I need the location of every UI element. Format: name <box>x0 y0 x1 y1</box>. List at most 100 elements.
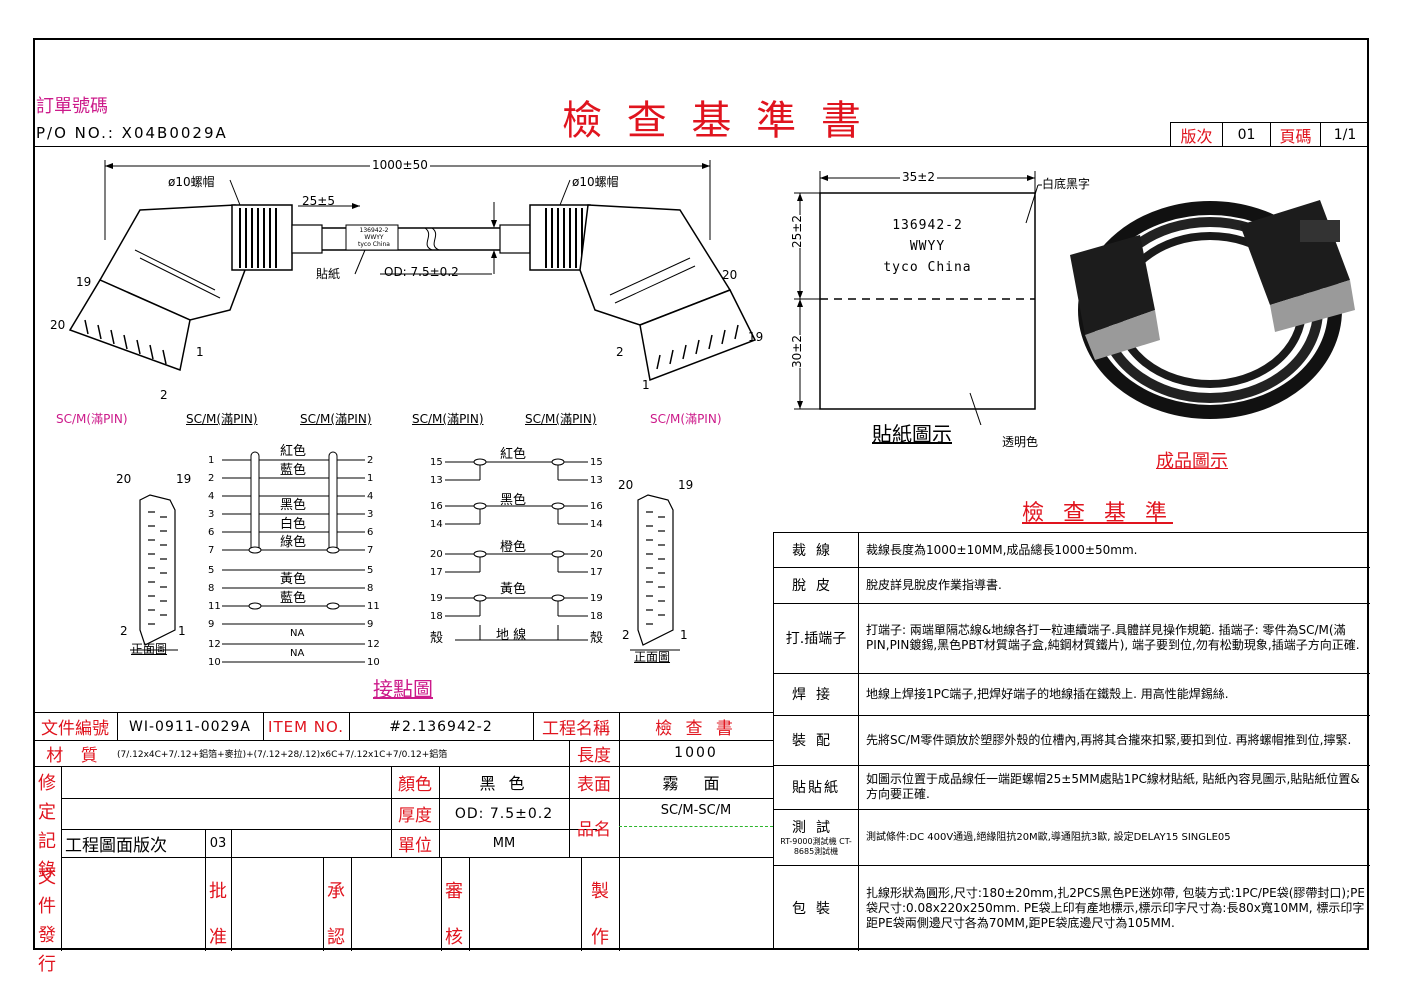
connector-label: SC/M(滿PIN) <box>412 412 484 426</box>
spec-label: 脫皮 <box>792 578 840 594</box>
pin-label: 14 <box>430 519 443 530</box>
wiring-title: 接點圖 <box>373 677 433 701</box>
face-pin: 2 <box>120 624 128 638</box>
face-pin: 2 <box>622 628 630 642</box>
version-value: 01 <box>1222 122 1270 146</box>
pin-label: 1 <box>196 345 204 359</box>
pin-label: 14 <box>590 519 603 530</box>
item-no: #2.136942-2 <box>389 718 493 735</box>
drawing-rev-label: 工程圖面版次 <box>65 835 167 856</box>
pin-label: 19 <box>748 330 764 344</box>
pin-label: 20 <box>430 549 443 560</box>
total-length-dim: 1000±50 <box>370 158 430 172</box>
page-value: 1/1 <box>1320 122 1369 146</box>
pin-label: 18 <box>590 611 603 622</box>
issue-label: 文件發行 <box>38 867 56 975</box>
wire-color: NA <box>290 648 305 659</box>
pin-label: 6 <box>208 527 215 538</box>
pin-label: 3 <box>367 509 374 520</box>
face-pin: 1 <box>680 628 688 642</box>
version-label: 版次 <box>1170 122 1222 146</box>
pin-label: 20 <box>590 549 603 560</box>
pin-label: 9 <box>208 619 215 630</box>
surface-label: 表面 <box>577 774 611 795</box>
drawing-rev: 03 <box>209 835 227 851</box>
unit-label: 單位 <box>398 835 432 856</box>
face-pin: 1 <box>178 624 186 638</box>
face-view-label: 正面圖 <box>634 650 671 664</box>
surface-value: 霧 面 <box>662 774 730 793</box>
pin-label: 16 <box>430 501 443 512</box>
pin-label: 1 <box>367 473 374 484</box>
wire-color: 藍色 <box>280 591 307 606</box>
label-content: 136942-2 WWYY tyco China <box>820 215 1035 278</box>
pin-label: 17 <box>430 567 443 578</box>
connector-label: SC/M(滿PIN) <box>186 412 258 426</box>
pin-label: 20 <box>50 318 66 332</box>
connector-label: SC/M(滿PIN) <box>650 412 722 426</box>
inspection-table: 裁線 裁線長度為1000±10MM,成品總長1000±50mm. 脫皮 脫皮詳見… <box>773 532 1370 951</box>
pin-label: 7 <box>208 545 215 556</box>
pin-label: 殼 <box>590 631 604 646</box>
tag-line-2: WWYY <box>364 234 384 241</box>
sticker-label: 貼紙 <box>316 267 341 281</box>
mid-left-pins: 15 13 16 14 20 17 19 18 殼 <box>430 454 443 648</box>
drawing-frame <box>33 38 1369 950</box>
right-pin-column: 2 1 4 3 6 7 5 8 11 9 12 10 <box>367 452 380 672</box>
pin-label: 4 <box>367 491 374 502</box>
color-value: 黑 色 <box>479 774 529 793</box>
document-title: 檢 查 基 準 書 <box>562 98 867 144</box>
thickness-value: OD: 7.5±0.2 <box>454 805 554 822</box>
label-line-1: 136942-2 <box>892 218 963 233</box>
connector-label: SC/M(滿PIN) <box>525 412 597 426</box>
spec-label: 貼貼紙 <box>792 780 840 796</box>
wire-color: NA <box>290 628 305 639</box>
tag-line-3: tyco China <box>358 241 390 248</box>
material-spec: (7/.12x4C+7/.12+鋁箔+麥拉)+(7/.12+28/.12)x6C… <box>117 749 448 760</box>
pin-label: 4 <box>208 491 215 502</box>
spec-text: 測試條件:DC 400V通過,絕緣阻抗20M歐,導通阻抗3歐, 設定DELAY1… <box>866 831 1231 843</box>
spec-text: 扎線形狀為圓形,尺寸:180±20mm,扎2PCS黑色PE迷妳帶, 包裝方式:1… <box>866 885 1365 930</box>
pin-label: 殼 <box>430 631 444 646</box>
pin-label: 10 <box>367 657 380 668</box>
spec-label: 焊接 <box>792 687 840 703</box>
product-photo <box>1070 200 1355 419</box>
od-dimension: OD: 7.5±0.2 <box>384 265 459 279</box>
pin-label: 19 <box>430 593 443 604</box>
spec-text: 地線上焊接1PC端子,把焊好端子的地線插在鐵殼上. 用高性能焊錫絲. <box>866 686 1229 701</box>
label-h-top: 25±2 <box>790 215 804 248</box>
page-label: 頁碼 <box>1270 122 1320 146</box>
spec-label: 裁線 <box>792 543 840 559</box>
confirm-label: 承認 <box>327 881 345 948</box>
color-label: 顏色 <box>398 774 432 795</box>
pin-label: 2 <box>160 388 168 402</box>
spec-text: 脫皮詳見脫皮作業指導書. <box>866 577 1002 592</box>
doc-no-label: 文件編號 <box>41 719 109 739</box>
pin-label: 5 <box>367 565 374 576</box>
wire-color: 紅色 <box>280 444 307 459</box>
approve-label: 批准 <box>209 881 227 948</box>
review-label: 審核 <box>445 881 463 948</box>
inspection-title: 檢 查 基 準 <box>1022 501 1173 526</box>
spec-label: 包裝 <box>792 901 840 917</box>
pin-label: 12 <box>367 639 380 650</box>
product-name: SC/M-SC/M <box>660 802 732 818</box>
make-label: 製作 <box>591 881 609 948</box>
pin-label: 8 <box>208 583 215 594</box>
spec-text: 如圖示位置于成品線任一端距螺帽25±5MM處貼1PC線材貼紙, 貼紙內容見圖示,… <box>866 772 1360 801</box>
transparent-note: 透明色 <box>1002 435 1039 449</box>
pin-label: 16 <box>590 501 603 512</box>
pin-label: 2 <box>367 455 374 466</box>
spec-label: 裝配 <box>792 733 840 749</box>
pin-label: 1 <box>642 378 650 392</box>
pin-label: 12 <box>208 639 221 650</box>
order-label: 訂單號碼 <box>36 96 108 117</box>
pin-label: 20 <box>722 268 738 282</box>
wire-color: 藍色 <box>280 463 307 478</box>
connector-label: SC/M(滿PIN) <box>300 412 372 426</box>
pin-label: 15 <box>590 457 603 468</box>
product-caption: 成品圖示 <box>1156 451 1228 472</box>
wire-color: 黃色 <box>280 572 307 587</box>
wire-color: 紅色 <box>500 447 527 462</box>
